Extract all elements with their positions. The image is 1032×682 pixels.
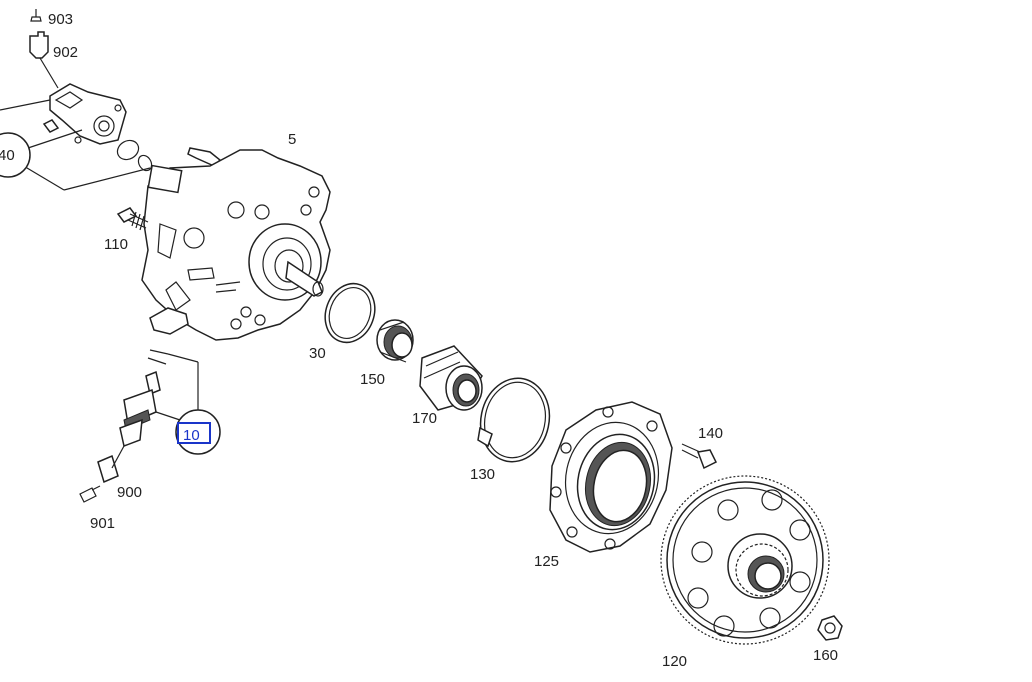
label-130: 130: [470, 466, 495, 483]
leader-10a: [167, 353, 199, 363]
part-110-bolt[interactable]: [116, 207, 149, 231]
label-30: 30: [309, 345, 326, 362]
part-900-connector[interactable]: [97, 454, 119, 484]
leader-40a: [21, 129, 83, 151]
part-10-pressure-sensor[interactable]: [119, 349, 169, 448]
label-120: 120: [662, 653, 687, 670]
leader-40d: [0, 99, 51, 111]
label-160: 160: [813, 647, 838, 664]
part-130-circlip[interactable]: [473, 372, 557, 468]
part-140-bolt[interactable]: [681, 443, 718, 470]
leader-900: [111, 445, 125, 469]
label-110: 110: [104, 236, 128, 253]
part-160-nut[interactable]: [817, 615, 843, 641]
label-40: 40: [0, 147, 15, 164]
part-5-high-pressure-pump[interactable]: [141, 147, 331, 341]
part-valve-housing[interactable]: [49, 83, 127, 145]
label-902: 902: [53, 44, 78, 61]
part-170-bearing-bush[interactable]: [419, 345, 483, 411]
part-901-pin[interactable]: [79, 485, 101, 503]
callout-40[interactable]: 40: [0, 132, 31, 178]
label-140: 140: [698, 425, 723, 442]
part-903-pin[interactable]: [30, 9, 42, 22]
callout-10-selected[interactable]: 10: [175, 409, 221, 455]
label-150: 150: [360, 371, 385, 388]
label-10: 10: [183, 427, 200, 444]
part-valve-screw[interactable]: [42, 119, 60, 133]
part-o-ring-small[interactable]: [114, 137, 154, 173]
part-30-o-ring[interactable]: [317, 277, 383, 350]
part-120-drive-gear[interactable]: [660, 475, 830, 645]
part-150-shaft-seal[interactable]: [376, 319, 414, 363]
label-900: 900: [117, 484, 142, 501]
leader-40b: [21, 164, 65, 191]
label-901: 901: [90, 515, 115, 532]
label-5: 5: [288, 131, 296, 148]
label-903: 903: [48, 11, 73, 28]
part-125-flange-cover[interactable]: [549, 401, 673, 553]
leader-902: [39, 57, 59, 89]
label-170: 170: [412, 410, 437, 427]
label-125: 125: [534, 553, 559, 570]
leader-10c: [155, 411, 181, 421]
part-902-plug[interactable]: [29, 31, 49, 59]
leader-40c: [63, 167, 151, 191]
